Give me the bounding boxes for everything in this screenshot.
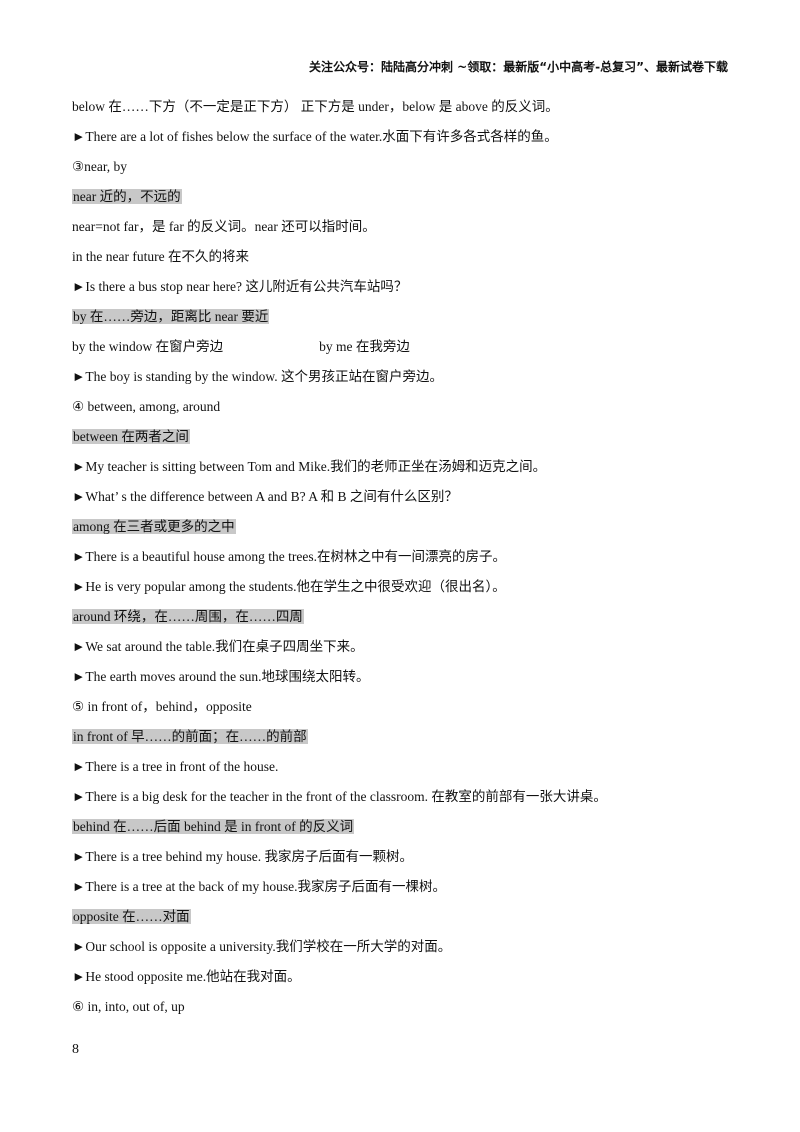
- term-heading-row: opposite 在……对面: [72, 906, 732, 936]
- example-line: ►Our school is opposite a university.我们学…: [72, 939, 452, 954]
- term-heading-by: by 在……旁边，距离比 near 要近: [72, 309, 270, 324]
- example-line: ►There are a lot of fishes below the sur…: [72, 129, 558, 144]
- section-heading: ③near, by: [72, 159, 128, 174]
- section-heading: ⑤ in front of，behind，opposite: [72, 699, 252, 714]
- example-line: ►We sat around the table.我们在桌子四周坐下来。: [72, 639, 364, 654]
- phrase-by-me: by me 在我旁边: [319, 339, 410, 354]
- example-line: ►There is a beautiful house among the tr…: [72, 549, 507, 564]
- example-line: ►What’ s the difference between A and B?…: [72, 489, 458, 504]
- example-line: ►There is a tree behind my house. 我家房子后面…: [72, 849, 414, 864]
- example-line: ►There is a tree in front of the house.: [72, 759, 279, 774]
- term-heading-row: between 在两者之间: [72, 426, 732, 456]
- term-heading-opposite: opposite 在……对面: [72, 909, 191, 924]
- term-heading-near: near 近的，不远的: [72, 189, 182, 204]
- example-line: ►There is a big desk for the teacher in …: [72, 789, 607, 804]
- text-line: in the near future 在不久的将来: [72, 249, 249, 264]
- example-line: ►My teacher is sitting between Tom and M…: [72, 459, 547, 474]
- term-heading-row: near 近的，不远的: [72, 186, 732, 216]
- text-line: below 在……下方（不一定是正下方） 正下方是 under，below 是 …: [72, 99, 559, 114]
- document-body: below 在……下方（不一定是正下方） 正下方是 under，below 是 …: [72, 96, 732, 1026]
- text-line: by the window 在窗户旁边 by me 在我旁边: [72, 336, 732, 366]
- example-line: ►The boy is standing by the window. 这个男孩…: [72, 369, 443, 384]
- text-line: near=not far，是 far 的反义词。near 还可以指时间。: [72, 219, 376, 234]
- example-line: ►There is a tree at the back of my house…: [72, 879, 447, 894]
- page-header: 关注公众号：陆陆高分冲刺 ~领取：最新版“小中高考-总复习”、最新试卷下载: [309, 60, 728, 74]
- phrase-by-window: by the window 在窗户旁边: [72, 339, 224, 354]
- term-heading-row: among 在三者或更多的之中: [72, 516, 732, 546]
- term-heading-row: by 在……旁边，距离比 near 要近: [72, 306, 732, 336]
- example-line: ►The earth moves around the sun.地球围绕太阳转。: [72, 669, 370, 684]
- example-line: ►He is very popular among the students.他…: [72, 579, 506, 594]
- term-heading-row: behind 在……后面 behind 是 in front of 的反义词: [72, 816, 732, 846]
- page-number: 8: [72, 1042, 79, 1057]
- term-heading-in-front-of: in front of 早……的前面；在……的前部: [72, 729, 308, 744]
- example-line: ►Is there a bus stop near here? 这儿附近有公共汽…: [72, 279, 408, 294]
- term-heading-around: around 环绕，在……周围，在……四周: [72, 609, 304, 624]
- example-line: ►He stood opposite me.他站在我对面。: [72, 969, 301, 984]
- section-heading: ⑥ in, into, out of, up: [72, 999, 185, 1014]
- term-heading-row: in front of 早……的前面；在……的前部: [72, 726, 732, 756]
- term-heading-behind: behind 在……后面 behind 是 in front of 的反义词: [72, 819, 355, 834]
- term-heading-among: among 在三者或更多的之中: [72, 519, 236, 534]
- section-heading: ④ between, among, around: [72, 399, 221, 414]
- term-heading-between: between 在两者之间: [72, 429, 190, 444]
- term-heading-row: around 环绕，在……周围，在……四周: [72, 606, 732, 636]
